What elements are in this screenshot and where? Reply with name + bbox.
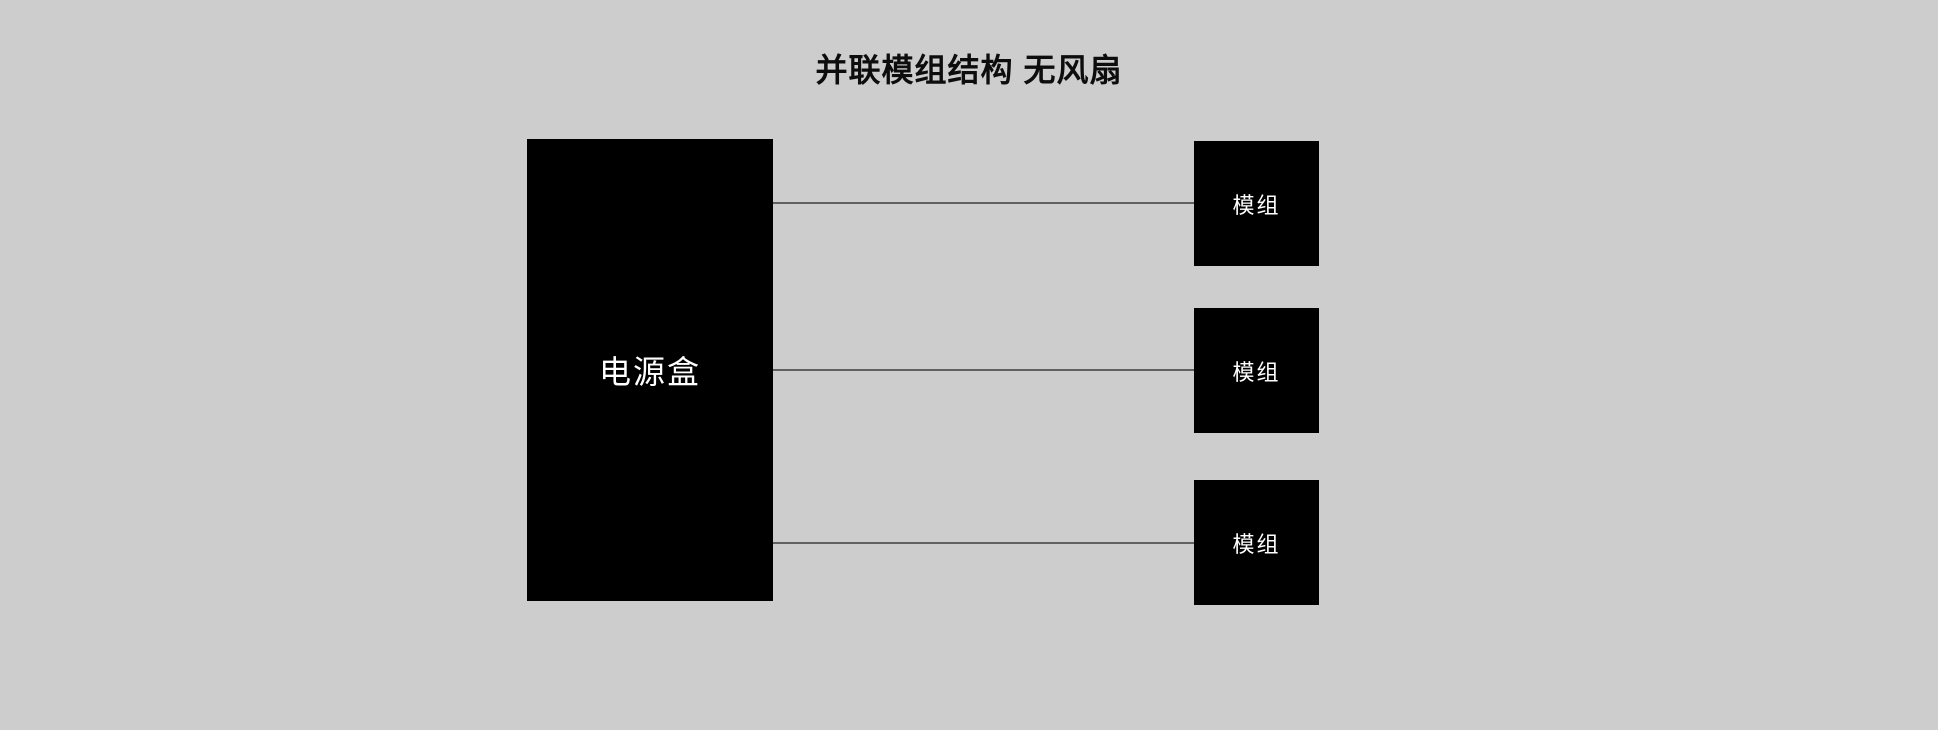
module-node-3-label: 模组 [1232, 531, 1281, 557]
connector-line-power-to-module-2 [773, 369, 1194, 371]
power-box-label: 电源盒 [598, 354, 701, 390]
module-node-2: 模组 [1194, 308, 1319, 433]
connector-line-power-to-module-1 [773, 202, 1194, 204]
diagram-title: 并联模组结构 无风扇 [815, 52, 1123, 88]
module-node-3: 模组 [1194, 480, 1319, 605]
module-node-2-label: 模组 [1232, 359, 1281, 385]
module-node-1: 模组 [1194, 141, 1319, 266]
module-node-1-label: 模组 [1232, 192, 1281, 218]
connector-line-power-to-module-3 [773, 542, 1194, 544]
power-box-node: 电源盒 [527, 139, 773, 601]
